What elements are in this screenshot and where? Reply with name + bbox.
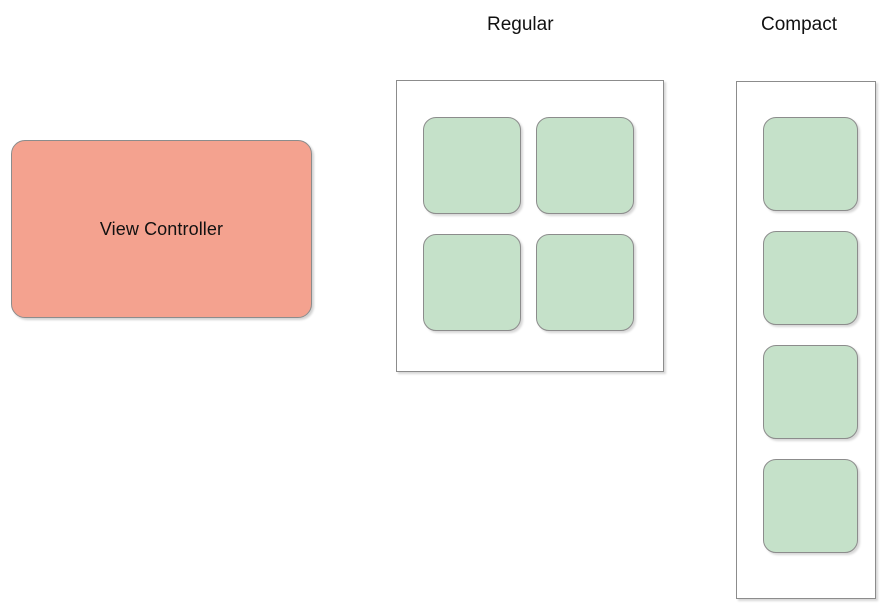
regular-tile-4[interactable] [536, 234, 634, 331]
regular-tile-1[interactable] [423, 117, 521, 214]
view-controller-node[interactable]: View Controller [11, 140, 312, 318]
regular-tile-3[interactable] [423, 234, 521, 331]
compact-tile-3[interactable] [763, 345, 858, 439]
regular-tile-2[interactable] [536, 117, 634, 214]
compact-caption: Compact [761, 14, 838, 35]
regular-caption: Regular [487, 14, 554, 35]
compact-tile-4[interactable] [763, 459, 858, 553]
compact-tile-2[interactable] [763, 231, 858, 325]
view-controller-label: View Controller [99, 219, 224, 239]
compact-tile-1[interactable] [763, 117, 858, 211]
compact-tile-grid [763, 117, 858, 553]
regular-tile-grid [423, 117, 634, 331]
